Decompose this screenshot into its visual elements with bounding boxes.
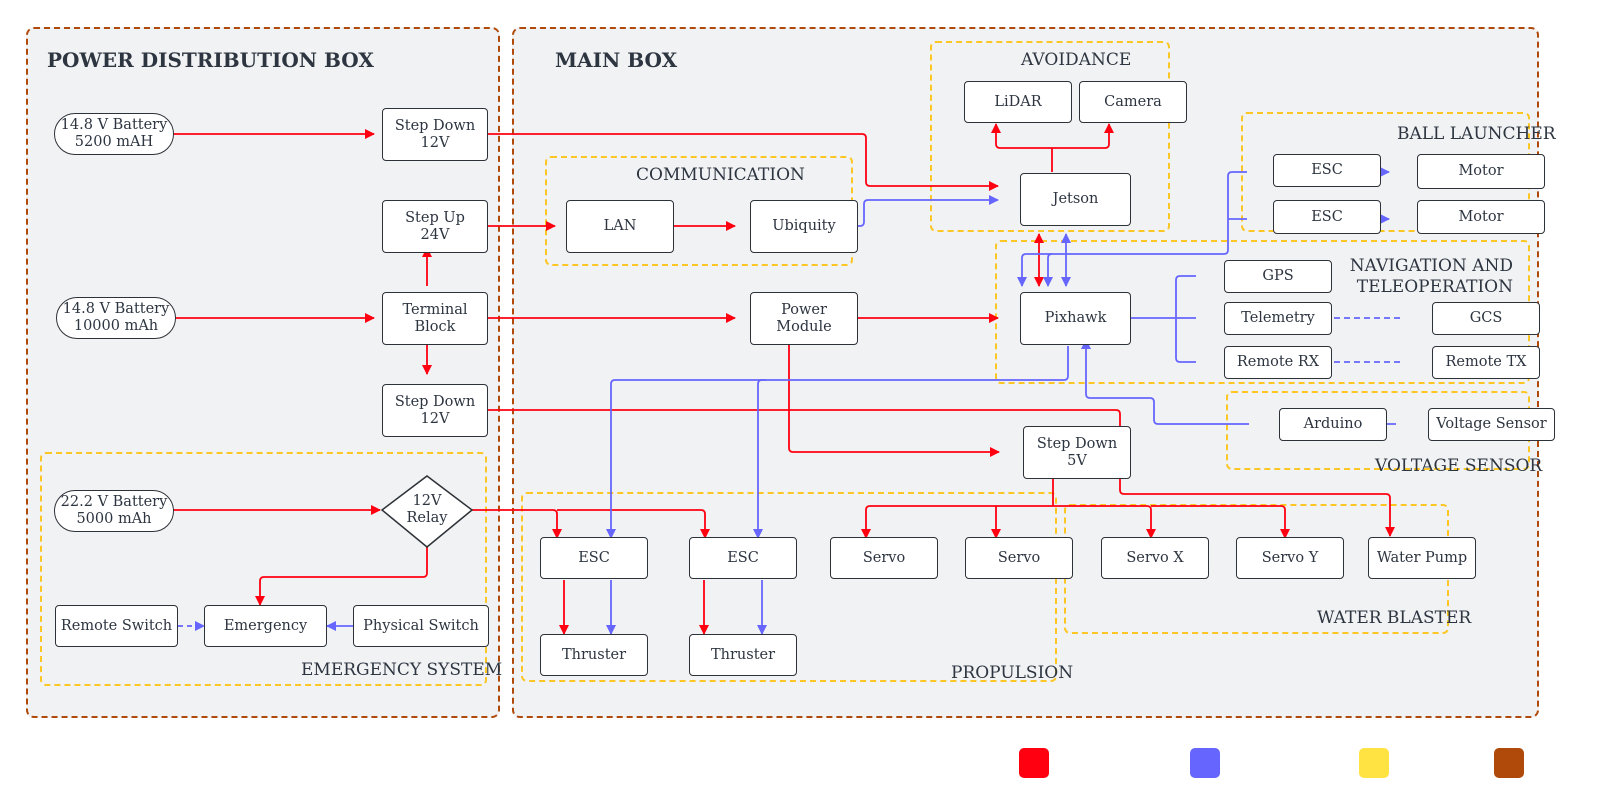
wire-jetson-lidar	[991, 123, 1052, 149]
servo-y[interactable]: Servo Y	[1236, 537, 1344, 579]
servo-x[interactable]: Servo X	[1101, 537, 1209, 579]
wire-relay-emergency	[255, 547, 428, 606]
lan[interactable]: LAN	[566, 200, 674, 253]
thruster-1[interactable]: Thruster	[540, 634, 648, 676]
terminal-block[interactable]: Terminal Block	[382, 292, 488, 345]
remote-tx[interactable]: Remote TX	[1432, 346, 1540, 379]
power-distribution-box-title: POWER DISTRIBUTION BOX	[47, 48, 374, 72]
step-down-5v[interactable]: Step Down 5V	[1023, 426, 1131, 479]
motor-1[interactable]: Motor	[1417, 154, 1545, 189]
remote-switch[interactable]: Remote Switch	[55, 605, 178, 647]
legend-swatch	[1359, 748, 1389, 778]
power-module[interactable]: Power Module	[750, 292, 858, 345]
navigation-label: NAVIGATION AND TELEOPERATION	[1349, 256, 1513, 297]
ball-launcher-esc-2[interactable]: ESC	[1273, 200, 1381, 234]
arduino[interactable]: Arduino	[1279, 408, 1387, 441]
propulsion-group	[521, 492, 1057, 682]
battery-22v2-5000[interactable]: 22.2 V Battery 5000 mAh	[54, 490, 174, 532]
wire-stepdown5v-servox	[1053, 505, 1156, 539]
wire-pixhawk-esc	[606, 346, 1069, 539]
legend-swatch	[1019, 748, 1049, 778]
voltage-sensor[interactable]: Voltage Sensor	[1428, 408, 1555, 441]
emergency-system-label: EMERGENCY SYSTEM	[301, 660, 503, 680]
water-pump[interactable]: Water Pump	[1368, 537, 1476, 579]
thruster-2[interactable]: Thruster	[689, 634, 797, 676]
wire-ballesc-pixhawk	[1043, 171, 1247, 287]
step-up-24v[interactable]: Step Up 24V	[382, 200, 488, 253]
emergency-system-group	[40, 452, 487, 686]
motor-2[interactable]: Motor	[1417, 200, 1545, 234]
wire-relay-esc1	[472, 509, 562, 539]
telemetry[interactable]: Telemetry	[1224, 302, 1332, 335]
jetson[interactable]: Jetson	[1020, 173, 1131, 226]
step-down-12v-b[interactable]: Step Down 12V	[382, 384, 488, 437]
relay-12v[interactable]: 12V Relay	[406, 493, 448, 526]
step-down-12v-a[interactable]: Step Down 12V	[382, 108, 488, 161]
avoidance-label: AVOIDANCE	[1021, 50, 1132, 70]
battery-14v8-5200[interactable]: 14.8 V Battery 5200 mAH	[54, 113, 174, 155]
legend-swatch	[1190, 748, 1220, 778]
communication-label: COMMUNICATION	[636, 165, 805, 185]
gps[interactable]: GPS	[1224, 260, 1332, 293]
wire-stepdown-jetson	[480, 133, 999, 191]
physical-switch[interactable]: Physical Switch	[353, 605, 489, 647]
relay-diamond-shape	[380, 475, 474, 548]
lidar[interactable]: LiDAR	[964, 81, 1072, 123]
ball-launcher-esc-1[interactable]: ESC	[1273, 154, 1381, 187]
wire-jetson-camera	[1052, 123, 1114, 149]
ball-launcher-label: BALL LAUNCHER	[1397, 124, 1556, 144]
pixhawk[interactable]: Pixhawk	[1020, 292, 1131, 345]
gcs[interactable]: GCS	[1432, 302, 1540, 335]
wire-gps-bus	[1175, 275, 1196, 363]
wire-stepdown-waterpump	[480, 409, 1395, 537]
main-box	[512, 27, 1539, 718]
servo-1[interactable]: Servo	[830, 537, 938, 579]
servo-2[interactable]: Servo	[965, 537, 1073, 579]
water-blaster-label: WATER BLASTER	[1317, 608, 1472, 628]
voltage-sensor-label: VOLTAGE SENSOR	[1375, 456, 1543, 476]
remote-rx[interactable]: Remote RX	[1224, 346, 1332, 379]
propulsion-esc-2[interactable]: ESC	[689, 537, 797, 579]
wire-arduino-pixhawk	[1081, 339, 1249, 425]
wire-ballesc-pixhawk-left	[1017, 253, 1052, 287]
wire-relay-esc2	[557, 509, 710, 539]
wire-stepdown5v-servoy	[1151, 505, 1290, 539]
camera[interactable]: Camera	[1079, 81, 1187, 123]
battery-14v8-10000[interactable]: 14.8 V Battery 10000 mAh	[56, 297, 176, 339]
avoidance-group	[930, 41, 1170, 232]
propulsion-esc-1[interactable]: ESC	[540, 537, 648, 579]
legend-swatch	[1494, 748, 1524, 778]
main-box-title: MAIN BOX	[555, 48, 678, 72]
propulsion-label: PROPULSION	[951, 663, 1074, 683]
ubiquity[interactable]: Ubiquity	[750, 200, 858, 253]
emergency[interactable]: Emergency	[204, 605, 327, 647]
wire-powermodule-stepdown5v	[788, 338, 1000, 457]
wire-stepdown5v-servo1	[861, 505, 1053, 539]
wire-pixhawk-esc2	[753, 379, 766, 539]
wire-ubiquity-jetson	[842, 195, 999, 227]
